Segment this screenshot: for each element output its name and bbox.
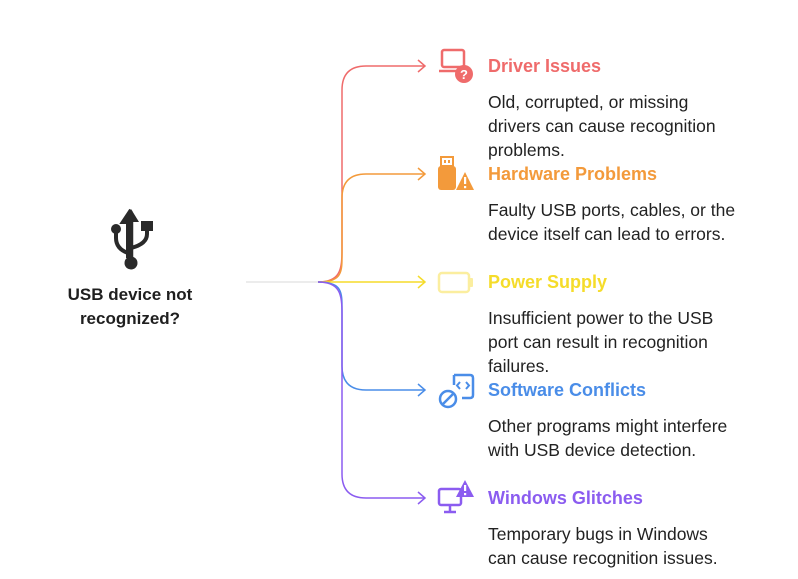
arrow-hardware-problems [417,167,427,181]
item-desc-software-conflicts: Other programs might interfere with USB … [488,416,728,460]
arrow-power-supply [417,275,427,289]
arrow-software-conflicts [417,383,427,397]
root-label: USB device not recognized? [40,283,220,331]
code-blocked-icon [438,373,475,409]
laptop-question-icon: ? [439,48,473,83]
item-desc-driver-issues: Old, corrupted, or missing drivers can c… [488,92,716,160]
branch-line-hardware-problems [317,173,424,283]
item-desc-hardware-problems: Faulty USB ports, cables, or the device … [488,200,736,244]
usb-icon [111,208,153,270]
item-title-windows-glitches: Windows Glitches [488,488,643,508]
item-title-driver-issues: Driver Issues [488,56,602,76]
item-title-software-conflicts: Software Conflicts [488,380,647,400]
branch-line-software-conflicts [317,281,424,391]
root-label-line-2: recognized? [79,309,181,328]
item-title-hardware-problems: Hardware Problems [488,164,658,184]
arrow-windows-glitches [417,491,427,505]
branch-line-windows-glitches [317,281,424,499]
branch-line-driver-issues [317,65,424,283]
root-label-line-1: USB device not [67,285,193,304]
usb-drive-warning-icon [438,156,474,190]
item-desc-windows-glitches: Temporary bugs in Windows can cause reco… [488,524,718,568]
item-title-power-supply: Power Supply [488,272,608,292]
monitor-warning-icon [437,480,474,514]
arrow-driver-issues [417,59,427,73]
svg-text:?: ? [460,67,468,82]
battery-icon [437,271,473,294]
item-desc-power-supply: Insufficient power to the USB port can r… [488,308,714,376]
